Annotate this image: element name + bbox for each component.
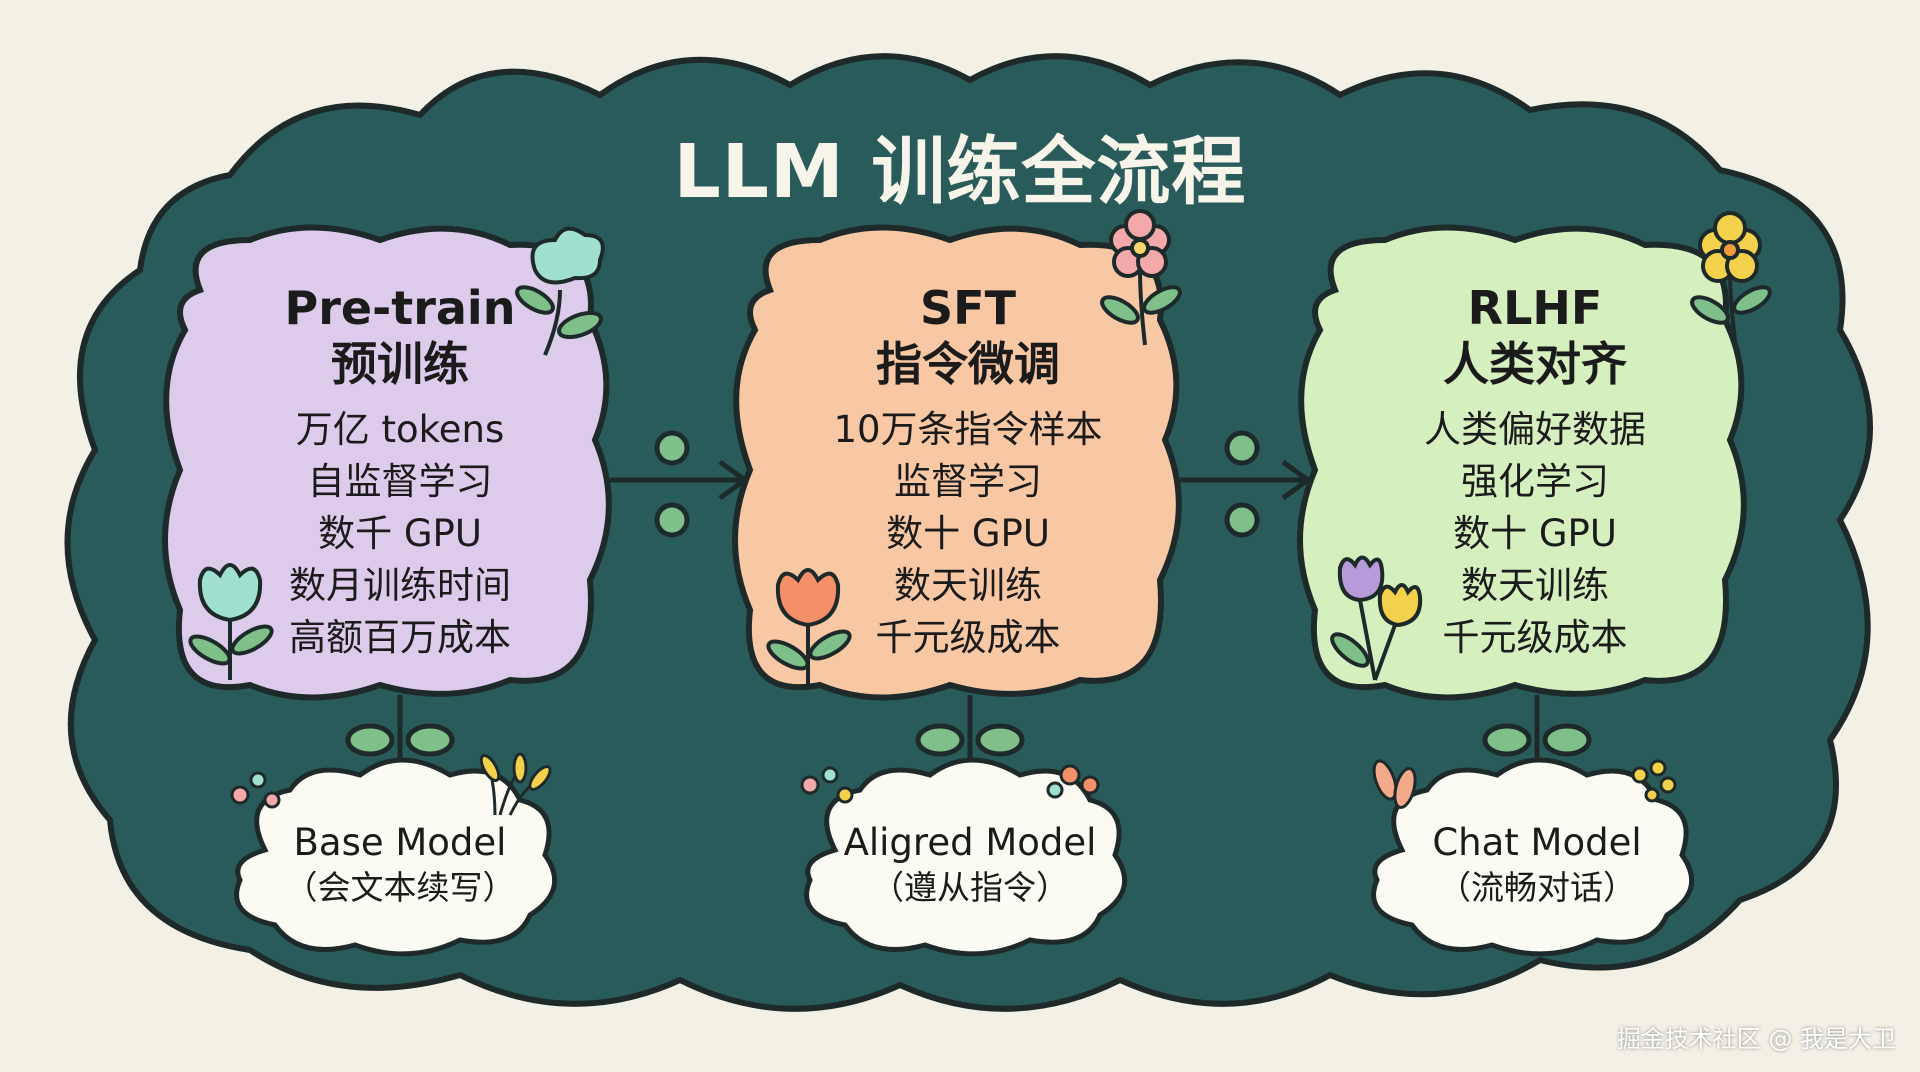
stage-title: RLHF [1467, 281, 1603, 335]
tulip-teal-icon [188, 563, 274, 680]
stage-pretrain: Pre-train 预训练 万亿 tokens 自监督学习 数千 GPU 数月训… [200, 280, 600, 664]
stage-subtitle: 人类对齐 [1443, 337, 1627, 391]
model-desc: （遵从指令） [871, 868, 1069, 907]
aligned-model-label: Aligred Model （遵从指令） [820, 820, 1120, 910]
model-name: Aligred Model [843, 821, 1097, 864]
stage-detail: 数十 GPU [1453, 512, 1617, 555]
flower-yellow-icon [1690, 211, 1772, 341]
stage-detail: 数天训练 [894, 564, 1042, 607]
stage-detail: 自监督学习 [307, 460, 493, 503]
stage-title: SFT [920, 281, 1016, 335]
stage-detail: 千元级成本 [875, 616, 1061, 659]
stage-detail: 人类偏好数据 [1424, 408, 1646, 451]
watermark: 掘金技术社区 @ 我是大卫 [1616, 1025, 1896, 1053]
chat-model-cloud [1371, 757, 1694, 957]
tulips-purple-yellow-icon [1330, 555, 1423, 681]
model-desc: （会文本续写） [284, 868, 516, 907]
stage-detail: 强化学习 [1461, 460, 1609, 503]
sft-box [732, 224, 1182, 701]
stem-sft [915, 695, 1025, 795]
stage-title: Pre-train [284, 281, 516, 335]
pretrain-box [162, 224, 612, 701]
stage-subtitle: 指令微调 [876, 337, 1060, 391]
stage-detail: 千元级成本 [1442, 616, 1628, 659]
stem-pretrain [345, 695, 455, 795]
stage-subtitle: 预训练 [331, 337, 469, 391]
stage-detail: 数天训练 [1461, 564, 1609, 607]
small-flowers-icon [230, 752, 552, 816]
base-model-cloud [234, 757, 557, 957]
stage-detail: 数千 GPU [318, 512, 482, 555]
small-flowers-icon [1372, 759, 1677, 809]
model-desc: （流畅对话） [1438, 868, 1636, 907]
stage-detail: 数月训练时间 [289, 564, 511, 607]
stem-rlhf [1482, 695, 1592, 795]
flower-pink-icon [1100, 209, 1182, 346]
stage-detail: 数十 GPU [886, 512, 1050, 555]
diagram-title: LLM 训练全流程 [673, 129, 1247, 215]
model-name: Base Model [293, 821, 507, 864]
rlhf-box [1297, 224, 1747, 701]
stage-detail: 监督学习 [894, 460, 1042, 503]
stage-detail: 10万条指令样本 [833, 408, 1103, 451]
stage-detail: 万亿 tokens [295, 408, 505, 451]
arrow-pretrain-to-sft [610, 430, 750, 538]
aligned-model-cloud [804, 757, 1127, 957]
tulip-orange-icon [766, 568, 852, 685]
model-name: Chat Model [1432, 821, 1642, 864]
stage-detail: 高额百万成本 [289, 616, 511, 659]
flower-cloud-icon [515, 226, 605, 356]
small-flowers-icon [800, 764, 1100, 804]
chat-model-label: Chat Model （流畅对话） [1387, 820, 1687, 910]
base-model-label: Base Model （会文本续写） [250, 820, 550, 910]
stage-sft: SFT 指令微调 10万条指令样本 监督学习 数十 GPU 数天训练 千元级成本 [768, 280, 1168, 664]
arrow-sft-to-rlhf [1180, 430, 1313, 538]
stage-rlhf: RLHF 人类对齐 人类偏好数据 强化学习 数十 GPU 数天训练 千元级成本 [1335, 280, 1735, 664]
